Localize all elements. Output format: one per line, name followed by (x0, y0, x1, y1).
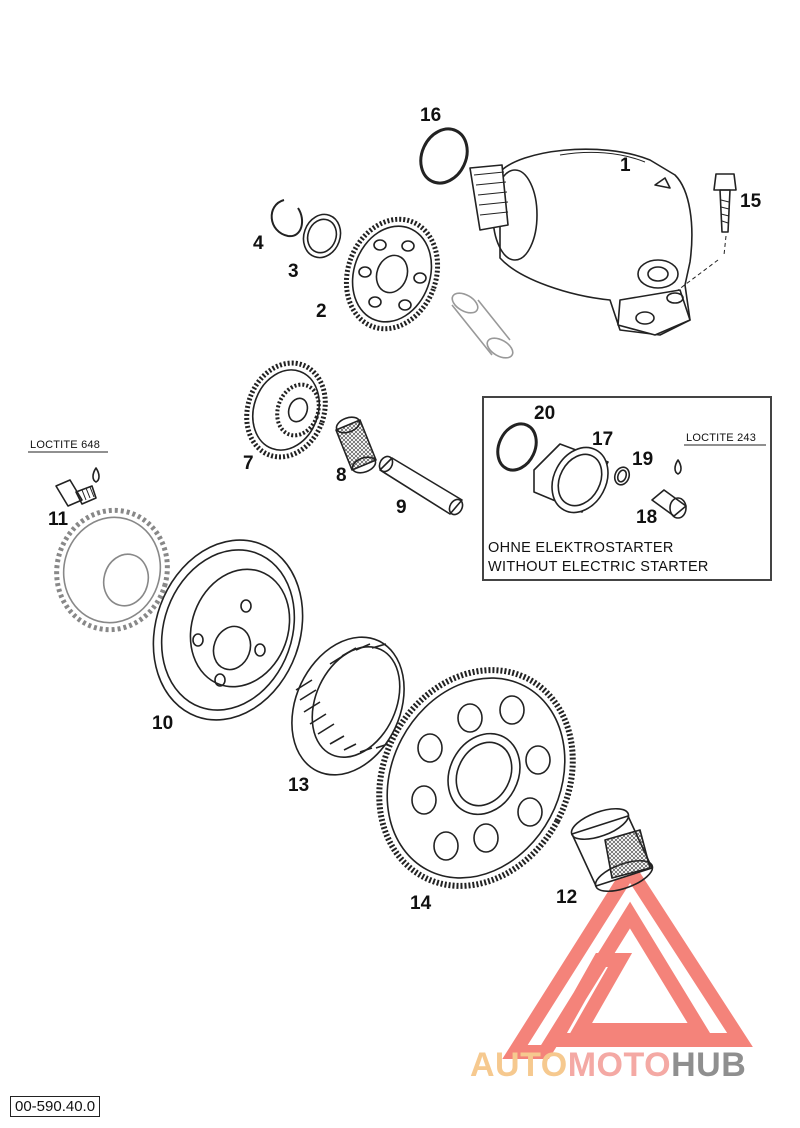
needle-bearing-part-8 (335, 416, 377, 474)
callout-13: 13 (288, 775, 310, 796)
callout-14: 14 (410, 893, 432, 914)
brand-part-1: AUTO (470, 1046, 568, 1084)
loctite-drop-left (92, 467, 100, 483)
screw-part-18 (651, 489, 687, 519)
o-ring-part-16 (419, 127, 469, 185)
callout-8: 8 (336, 465, 347, 486)
circlip-part-4 (270, 199, 304, 238)
callout-10: 10 (152, 713, 174, 734)
loctite-drop-inset (674, 459, 682, 475)
callout-1: 1 (620, 155, 631, 176)
washer-part-3 (302, 213, 342, 259)
watermark-logo (502, 857, 753, 1059)
flywheel-part-10 (152, 539, 304, 721)
idler-gear-part-2 (343, 216, 441, 332)
brand-part-3: HUB (671, 1046, 747, 1084)
callout-9: 9 (396, 497, 407, 518)
watermark-brand-text: AUTOMOTOHUB (470, 1046, 746, 1085)
callout-20: 20 (534, 403, 556, 424)
callout-15: 15 (740, 191, 762, 212)
diagram-code: 00-590.40.0 (10, 1096, 101, 1117)
callout-18: 18 (636, 507, 658, 528)
callout-3: 3 (288, 261, 299, 282)
inset-caption-de: OHNE ELEKTROSTARTER (488, 540, 674, 556)
inset-caption-en: WITHOUT ELECTRIC STARTER (488, 559, 709, 575)
callout-17: 17 (592, 429, 614, 450)
callout-2: 2 (316, 301, 327, 322)
inset-frame (482, 396, 772, 581)
callout-4: 4 (253, 233, 264, 254)
callout-16: 16 (420, 105, 442, 126)
freewheel-part-13 (291, 636, 405, 776)
loctite-648-label: LOCTITE 648 (30, 439, 101, 451)
callout-7: 7 (243, 453, 254, 474)
bushing-part-17 (533, 443, 609, 514)
bolt-part-15 (677, 173, 737, 291)
washer-part-19 (613, 466, 631, 486)
double-gear-part-7 (244, 360, 328, 460)
callout-12: 12 (556, 887, 578, 908)
o-ring-part-20 (496, 422, 538, 472)
screw-part-11 (55, 479, 97, 507)
large-gear-part-14 (376, 667, 576, 889)
loctite-243-label: LOCTITE 243 (686, 432, 757, 444)
callout-19: 19 (632, 449, 654, 470)
primary-gear-light (54, 507, 170, 633)
shaft-part-9 (378, 455, 464, 516)
callout-11: 11 (48, 509, 69, 530)
starter-motor-part-1 (469, 148, 693, 336)
sleeve-shaft (451, 292, 514, 359)
needle-cage-part-12 (570, 807, 654, 893)
brand-part-2: MOTO (567, 1046, 672, 1084)
